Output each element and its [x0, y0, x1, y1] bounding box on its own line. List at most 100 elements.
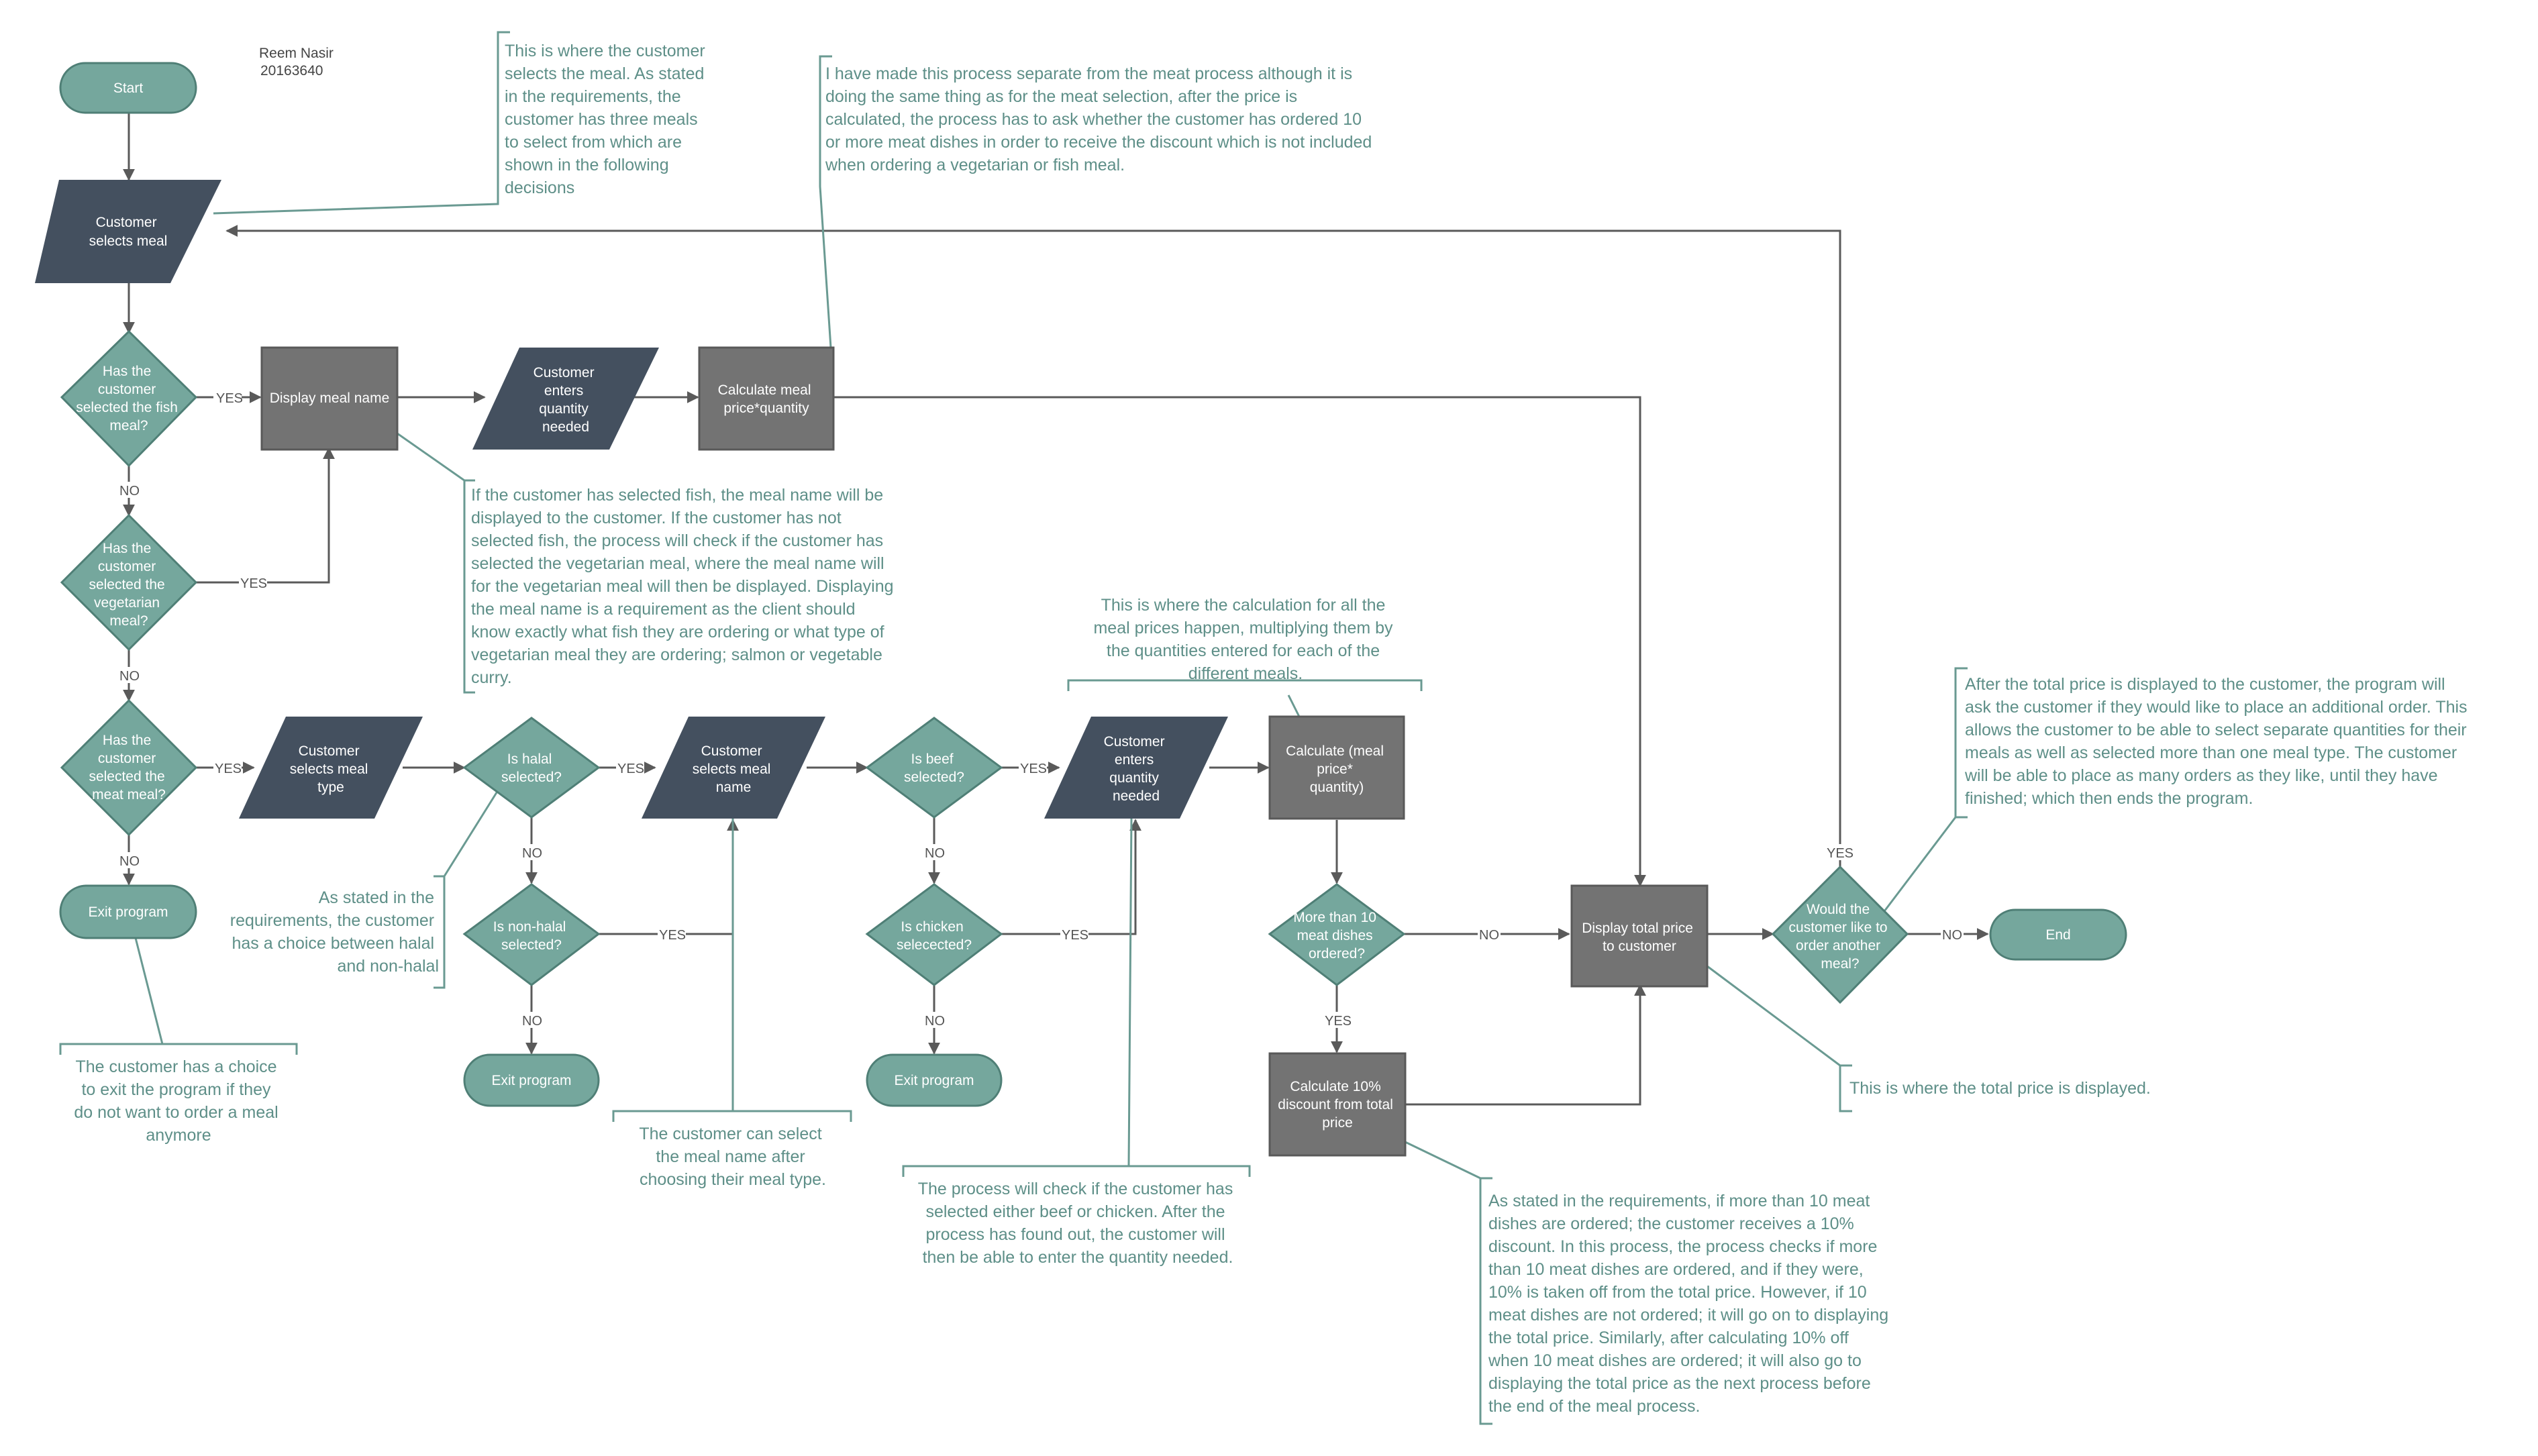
label-yes-beef: YES: [1020, 762, 1047, 776]
author-name: Reem Nasir: [259, 46, 334, 61]
decision-fish-label: Has the customer selected the fish meal?: [76, 364, 182, 433]
note-after-total: After the total price is displayed to th…: [1964, 675, 2472, 808]
label-no-chicken: NO: [925, 1014, 945, 1029]
label-yes-veg: YES: [240, 576, 267, 591]
decision-halal-label: Is halal selected?: [501, 751, 562, 785]
callout-leaders: [59, 31, 1968, 1425]
decision-halal: Is halal selected?: [462, 717, 601, 819]
node-display-meal-name: Display meal name: [260, 346, 399, 451]
label-no-meat: NO: [119, 854, 140, 869]
decision-beef: Is beef selected?: [865, 717, 1003, 819]
node-select-meal: Customer selects meal: [35, 180, 221, 283]
label-no-fish: NO: [119, 484, 140, 499]
node-display-meal-name-label: Display meal name: [270, 391, 390, 406]
decision-order-another-label: Would the customer like to order another…: [1789, 902, 1892, 972]
node-calc-1: Calculate meal price*quantity: [698, 346, 835, 451]
note-exit: The customer has a choice to exit the pr…: [74, 1057, 283, 1145]
node-exit-1: Exit program: [59, 884, 197, 939]
node-calc-discount: Calculate 10% discount from total price: [1268, 1052, 1407, 1157]
node-end: End: [1989, 908, 2127, 961]
node-enter-qty-2-label: Customer enters quantity needed: [1104, 734, 1169, 804]
label-no-veg: NO: [119, 669, 140, 684]
callout-line-beef-chicken: [902, 817, 1251, 1177]
node-select-name-label: Customer selects meal name: [693, 743, 775, 795]
edge-calc1-to-total: [833, 396, 1646, 887]
decision-vegetarian-label: Has the customer selected the vegetarian…: [89, 541, 168, 629]
decision-meat-label: Has the customer selected the meat meal?: [89, 733, 168, 802]
note-discount: As stated in the requirements, if more t…: [1488, 1192, 1893, 1416]
node-display-total-label: Display total price to customer: [1582, 921, 1697, 954]
callout-line-exit: [59, 937, 298, 1055]
node-exit-3-label: Exit program: [894, 1073, 974, 1088]
connectors: [123, 113, 1989, 1106]
note-meal-name: The customer can select the meal name af…: [639, 1125, 826, 1189]
label-no-more10: NO: [1479, 928, 1499, 943]
node-select-type: Customer selects meal type: [239, 717, 423, 819]
note-calculation: This is where the calculation for all th…: [1093, 596, 1397, 683]
node-calc-1-label: Calculate meal price*quantity: [718, 382, 815, 416]
label-yes-nonhalal: YES: [659, 928, 686, 943]
note-beef-chicken: The process will check if the customer h…: [918, 1180, 1238, 1267]
note-separate-process: I have made this process separate from t…: [825, 64, 1376, 174]
node-exit-1-label: Exit program: [88, 904, 168, 920]
decision-fish: Has the customer selected the fish meal?: [60, 329, 198, 468]
label-yes-fish: YES: [216, 391, 243, 406]
label-yes-another: YES: [1827, 846, 1854, 861]
decision-nonhalal: Is non-halal selected?: [462, 883, 601, 986]
edge-chicken-yes: [1001, 819, 1141, 935]
node-start: Start: [59, 62, 197, 114]
node-calc-2-label: Calculate (meal price* quantity): [1286, 743, 1388, 795]
node-select-type-label: Customer selects meal type: [290, 743, 372, 795]
decision-meat: Has the customer selected the meat meal?: [60, 698, 198, 837]
edge-discount-to-total: [1405, 984, 1646, 1106]
decision-beef-label: Is beef selected?: [904, 751, 964, 785]
note-display-name: If the customer has selected fish, the m…: [471, 486, 898, 687]
edge-labels: YES NO YES NO YES NO YES NO YES NO YES N…: [118, 389, 1964, 1029]
note-total-displayed: This is where the total price is display…: [1849, 1079, 2151, 1098]
note-halal: As stated in the requirements, the custo…: [230, 888, 439, 976]
callout-line-meal-name: [612, 816, 852, 1122]
callout-line-halal: [434, 790, 499, 989]
note-select-meal: This is where the customer selects the m…: [505, 42, 710, 197]
node-calc-discount-label: Calculate 10% discount from total price: [1278, 1079, 1397, 1131]
decision-chicken-label: Is chicken selecected?: [897, 919, 972, 953]
node-select-name: Customer selects meal name: [642, 717, 825, 819]
node-exit-3: Exit program: [866, 1053, 1003, 1107]
decision-more-than-10-label: More than 10 meat dishes ordered?: [1293, 910, 1380, 961]
node-exit-2: Exit program: [463, 1053, 600, 1107]
label-no-nonhalal: NO: [522, 1014, 542, 1029]
callout-line-calculation: [1067, 679, 1423, 717]
author-block: Reem Nasir 20163640: [259, 46, 338, 79]
decision-nonhalal-label: Is non-halal selected?: [493, 919, 570, 953]
node-calc-2: Calculate (meal price* quantity): [1268, 715, 1405, 820]
decision-vegetarian: Has the customer selected the vegetarian…: [60, 513, 198, 652]
callout-line-discount: [1405, 1141, 1492, 1425]
node-end-label: End: [2045, 927, 2070, 943]
label-no-another: NO: [1942, 928, 1962, 943]
label-no-halal: NO: [522, 846, 542, 861]
callout-line-select-meal: [213, 31, 510, 215]
callout-line-after-total: [1883, 667, 1968, 912]
edge-another-yes: [225, 225, 1841, 867]
node-enter-qty-1: Customer enters quantity needed: [472, 348, 659, 450]
label-yes-more10: YES: [1325, 1014, 1352, 1029]
edge-nonhalal-yes: [599, 819, 739, 935]
node-enter-qty-1-label: Customer enters quantity needed: [534, 365, 599, 435]
node-start-label: Start: [113, 81, 144, 96]
node-enter-qty-2: Customer enters quantity needed: [1044, 717, 1228, 819]
node-exit-2-label: Exit program: [491, 1073, 571, 1088]
decision-more-than-10: More than 10 meat dishes ordered?: [1268, 883, 1406, 986]
label-yes-halal: YES: [617, 762, 644, 776]
callout-line-total-displayed: [1707, 965, 1852, 1112]
callout-line-display-name: [397, 432, 475, 694]
label-no-beef: NO: [925, 846, 945, 861]
callout-line-separate: [819, 55, 832, 348]
label-yes-meat: YES: [215, 762, 242, 776]
label-yes-chicken: YES: [1062, 928, 1088, 943]
decision-order-another: Would the customer like to order another…: [1771, 865, 1909, 1004]
node-select-meal-label: Customer selects meal: [89, 215, 168, 249]
edge-veg-yes: [196, 447, 335, 584]
node-display-total: Display total price to customer: [1570, 884, 1709, 988]
decision-chicken: Is chicken selecected?: [865, 883, 1003, 986]
